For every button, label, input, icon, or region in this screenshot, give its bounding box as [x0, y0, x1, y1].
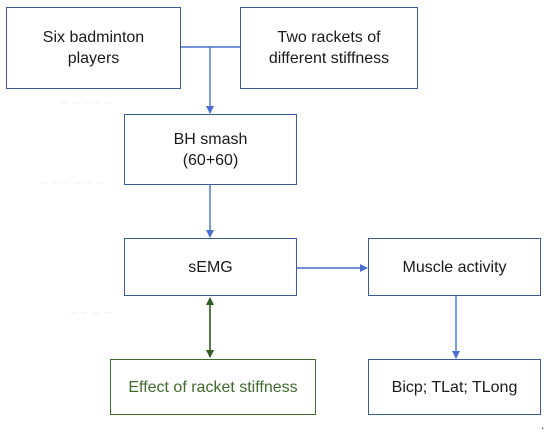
muscle-list-label: Bicp; TLat; TLong [391, 378, 518, 396]
semg-box: sEMG [124, 238, 297, 296]
rackets-line-2: different stiffness [268, 50, 390, 67]
two-rackets-box: Two rackets of different stiffness [240, 7, 418, 89]
semg-label: sEMG [188, 258, 233, 276]
players-line-2: players [67, 50, 120, 67]
muscle-activity-box: Muscle activity [368, 238, 541, 296]
effect-label: Effect of racket stiffness [128, 378, 298, 396]
trailing-period: . [541, 418, 545, 432]
bh-smash-box: BH smash (60+60) [124, 114, 297, 185]
rackets-line-1: Two rackets of [277, 29, 381, 46]
six-players-box: Six badminton players [6, 7, 181, 89]
smash-line-2: (60+60) [182, 151, 239, 169]
muscle-activity-label: Muscle activity [402, 258, 507, 276]
players-line-1: Six badminton [42, 29, 145, 46]
muscle-list-box: Bicp; TLat; TLong [368, 359, 541, 415]
effect-of-stiffness-box: Effect of racket stiffness [110, 359, 316, 415]
smash-line-1: BH smash [173, 130, 248, 148]
